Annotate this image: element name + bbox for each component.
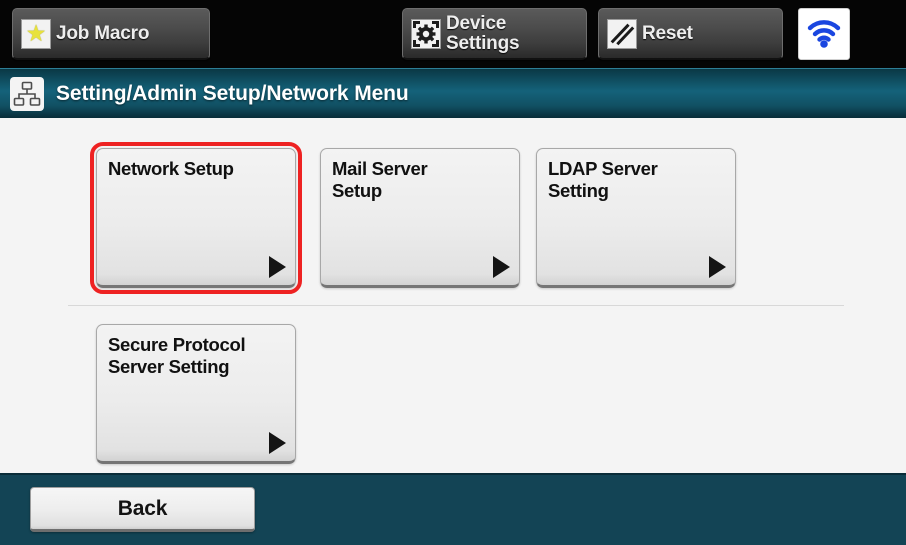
menu-item-secure-protocol-server-setting[interactable]: Secure Protocol Server Setting bbox=[96, 324, 296, 464]
menu-item-label: LDAP Server Setting bbox=[548, 158, 658, 201]
bottom-toolbar: Back bbox=[0, 473, 906, 545]
device-settings-button[interactable]: Device Settings bbox=[402, 8, 587, 60]
top-toolbar: ★ Job Macro bbox=[0, 0, 906, 68]
wifi-icon bbox=[804, 14, 844, 55]
arrow-right-icon bbox=[269, 256, 286, 278]
menu-item-label: Network Setup bbox=[108, 158, 234, 179]
page-title: Setting/Admin Setup/Network Menu bbox=[56, 81, 409, 105]
arrow-right-icon bbox=[493, 256, 510, 278]
menu-item-mail-server-setup[interactable]: Mail Server Setup bbox=[320, 148, 520, 288]
reset-label: Reset bbox=[642, 22, 693, 44]
back-button[interactable]: Back bbox=[30, 487, 255, 532]
back-button-label: Back bbox=[117, 496, 168, 520]
star-icon: ★ bbox=[21, 18, 51, 49]
arrow-right-icon bbox=[709, 256, 726, 278]
arrow-right-icon bbox=[269, 432, 286, 454]
menu-item-label: Secure Protocol Server Setting bbox=[108, 334, 246, 377]
job-macro-button[interactable]: ★ Job Macro bbox=[12, 8, 210, 60]
screen-title-bar: Setting/Admin Setup/Network Menu bbox=[0, 68, 906, 118]
menu-content-area: Network Setup Mail Server Setup LDAP Ser… bbox=[0, 118, 906, 473]
network-topology-icon bbox=[10, 76, 44, 111]
section-divider bbox=[68, 305, 844, 306]
menu-item-network-setup[interactable]: Network Setup bbox=[90, 142, 302, 294]
reset-button[interactable]: Reset bbox=[598, 8, 783, 60]
slash-square-icon bbox=[607, 18, 637, 49]
wifi-status-button[interactable] bbox=[798, 8, 850, 60]
job-macro-label: Job Macro bbox=[56, 22, 150, 44]
menu-item-ldap-server-setting[interactable]: LDAP Server Setting bbox=[536, 148, 736, 288]
menu-item-label: Mail Server Setup bbox=[332, 158, 428, 201]
gear-icon bbox=[411, 18, 441, 49]
device-settings-label: Device Settings bbox=[446, 13, 520, 54]
